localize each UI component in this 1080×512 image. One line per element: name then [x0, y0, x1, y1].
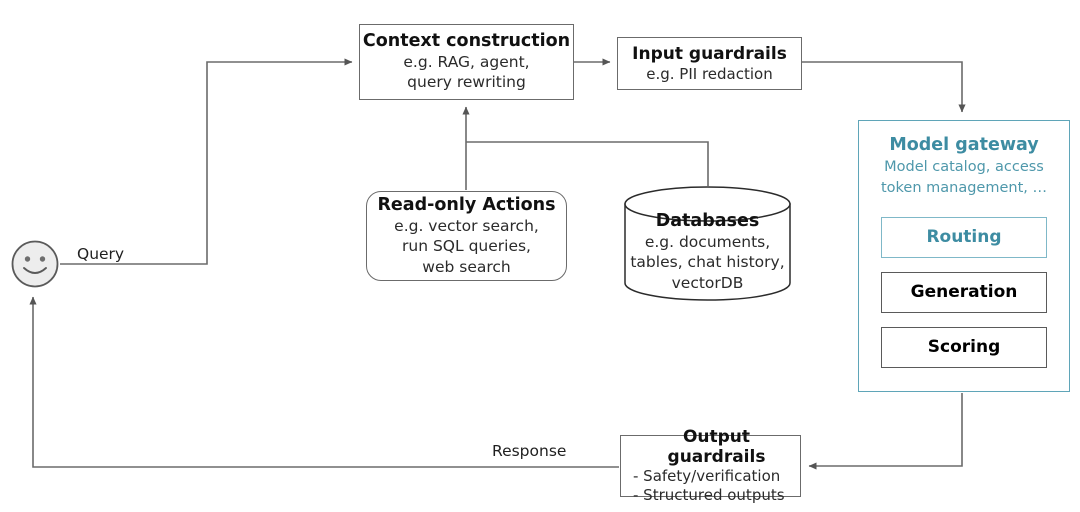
node-subtitle-line-1: e.g. RAG, agent,	[403, 52, 530, 71]
node-subtitle-line-1: - Safety/verification	[633, 467, 781, 486]
node-subtitle-line-3: vectorDB	[671, 273, 744, 292]
gateway-item-generation[interactable]: Generation	[881, 271, 1047, 313]
node-title: Output guardrails	[667, 427, 766, 468]
gateway-item-scoring[interactable]: Scoring	[881, 326, 1047, 368]
node-subtitle-line-2: run SQL queries,	[402, 237, 531, 256]
node-title: Read-only Actions	[377, 194, 556, 215]
node-output-guardrails[interactable]: Output guardrails - Safety/verification …	[620, 427, 801, 504]
gateway-title: Model gateway	[889, 135, 1039, 155]
node-model-gateway[interactable]: Model gateway Model catalog, access toke…	[858, 120, 1070, 392]
wire-input-guardrails-to-gateway	[802, 61, 966, 113]
node-input-guardrails[interactable]: Input guardrails e.g. PII redaction	[617, 37, 802, 90]
node-title: Databases	[655, 211, 760, 231]
node-title: Input guardrails	[632, 43, 787, 64]
wire-databases-to-context	[466, 141, 709, 186]
node-subtitle-line-3: web search	[422, 257, 511, 276]
gateway-item-routing[interactable]: Routing	[881, 216, 1047, 258]
smiley-face-icon	[11, 240, 59, 288]
node-context-construction[interactable]: Context construction e.g. RAG, agent, qu…	[359, 24, 574, 100]
node-read-only-actions[interactable]: Read-only Actions e.g. vector search, ru…	[366, 191, 567, 281]
gateway-subtitle-line-1: Model catalog, access	[884, 159, 1044, 175]
user-avatar	[10, 239, 60, 289]
node-subtitle-line-2: query rewriting	[407, 73, 526, 92]
node-subtitle-line-1: e.g. documents,	[644, 232, 771, 251]
node-subtitle-line-2: - Structured outputs	[633, 486, 785, 505]
node-title: Context construction	[362, 31, 571, 52]
node-databases[interactable]: Databases e.g. documents, tables, chat h…	[624, 186, 791, 301]
wire-response	[29, 296, 619, 468]
node-subtitle-line-2: tables, chat history,	[630, 253, 785, 272]
database-cylinder-icon	[624, 186, 791, 301]
label-response: Response	[492, 442, 567, 460]
gateway-subtitle-line-2: token management, …	[880, 179, 1047, 196]
node-subtitle-line-1: e.g. vector search,	[394, 216, 539, 235]
wire-query	[60, 58, 353, 265]
label-query: Query	[77, 245, 125, 263]
wire-gateway-to-output-guardrails	[808, 393, 963, 470]
node-subtitle-line-1: e.g. PII redaction	[646, 64, 773, 83]
